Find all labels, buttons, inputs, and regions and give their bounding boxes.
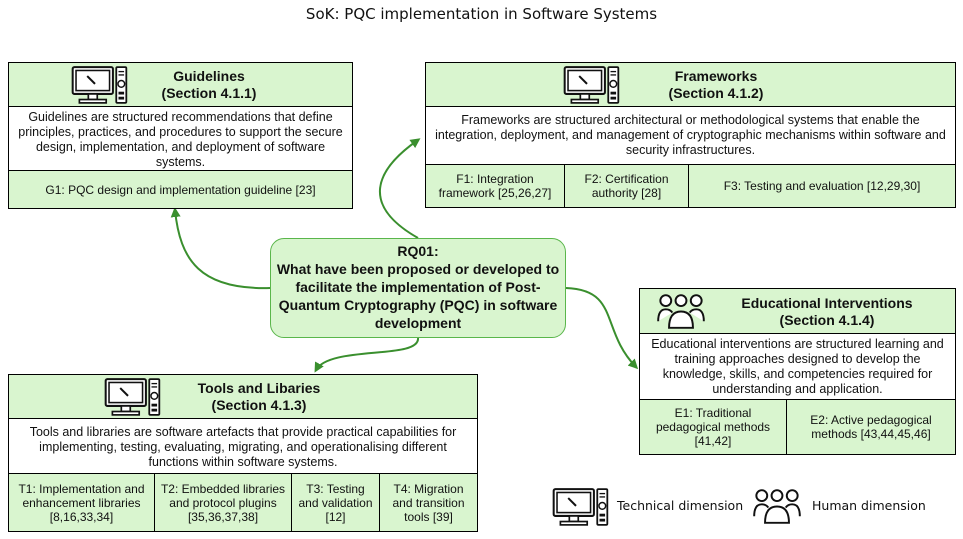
tools-box: Tools and Libaries (Section 4.1.3) Tools…: [8, 374, 478, 532]
guidelines-section: (Section 4.1.1): [161, 85, 257, 101]
educational-title: Educational Interventions: [741, 295, 913, 311]
frameworks-header: Frameworks (Section 4.1.2): [426, 63, 955, 107]
tools-item-t1: T1: Implementation and enhancement libra…: [18, 481, 145, 524]
educational-section: (Section 4.1.4): [779, 312, 875, 328]
guidelines-items: G1: PQC design and implementation guidel…: [9, 170, 352, 208]
tools-item-t2: T2: Embedded libraries and protocol plug…: [154, 474, 291, 531]
educational-items: E1: Traditional pedagogical methods [41,…: [640, 399, 955, 454]
legend-human-label: Human dimension: [812, 498, 926, 513]
educational-item-e2: E2: Active pedagogical methods [43,44,45…: [786, 400, 955, 454]
tools-items: T1: Implementation and enhancement libra…: [9, 473, 477, 531]
page-title: SoK: PQC implementation in Software Syst…: [305, 5, 658, 23]
frameworks-box: Frameworks (Section 4.1.2) Frameworks ar…: [425, 62, 956, 208]
arrow-to-frameworks: [378, 138, 421, 239]
frameworks-section: (Section 4.1.2): [668, 85, 764, 101]
educational-description: Educational interventions are structured…: [651, 337, 944, 396]
computer-icon: [552, 488, 609, 526]
research-question-box: RQ01: What have been proposed or develop…: [270, 238, 566, 338]
frameworks-items: F1: Integration framework [25,26,27] F2:…: [426, 164, 955, 207]
tools-item-t3: T3: Testing and validation [12]: [291, 474, 379, 531]
framework-item-f2: F2: Certification authority [28]: [564, 165, 688, 207]
frameworks-title: Frameworks: [674, 68, 758, 84]
frameworks-description: Frameworks are structured architectural …: [435, 113, 946, 157]
guidelines-box: Guidelines (Section 4.1.1) Guidelines ar…: [8, 62, 353, 209]
guidelines-title: Guidelines: [173, 68, 245, 84]
tools-title: Tools and Libaries: [197, 380, 321, 396]
computer-icon: [104, 378, 161, 416]
people-icon: [752, 488, 802, 525]
guidelines-description: Guidelines are structured recommendation…: [18, 110, 343, 169]
guideline-item-g1: G1: PQC design and implementation guidel…: [45, 182, 316, 197]
educational-item-e1: E1: Traditional pedagogical methods [41,…: [655, 406, 771, 448]
research-question-label: RQ01:: [397, 243, 439, 259]
legend-technical-label: Technical dimension: [617, 498, 744, 513]
guidelines-header: Guidelines (Section 4.1.1): [9, 63, 352, 107]
educational-header: Educational Interventions (Section 4.1.4…: [640, 289, 955, 334]
computer-icon: [563, 66, 620, 104]
framework-item-f1: F1: Integration framework [25,26,27]: [438, 172, 552, 200]
educational-box: Educational Interventions (Section 4.1.4…: [639, 288, 956, 455]
tools-description: Tools and libraries are software artefac…: [29, 425, 457, 469]
tools-header: Tools and Libaries (Section 4.1.3): [9, 375, 477, 419]
framework-item-f3: F3: Testing and evaluation [12,29,30]: [688, 165, 955, 207]
tools-section: (Section 4.1.3): [211, 397, 307, 413]
tools-item-t4: T4: Migration and transition tools [39]: [379, 474, 477, 531]
arrow-to-educational: [565, 287, 639, 370]
arrow-to-guidelines: [170, 207, 271, 290]
arrow-to-tools: [314, 337, 420, 373]
research-question-text: What have been proposed or developed to …: [276, 261, 560, 331]
